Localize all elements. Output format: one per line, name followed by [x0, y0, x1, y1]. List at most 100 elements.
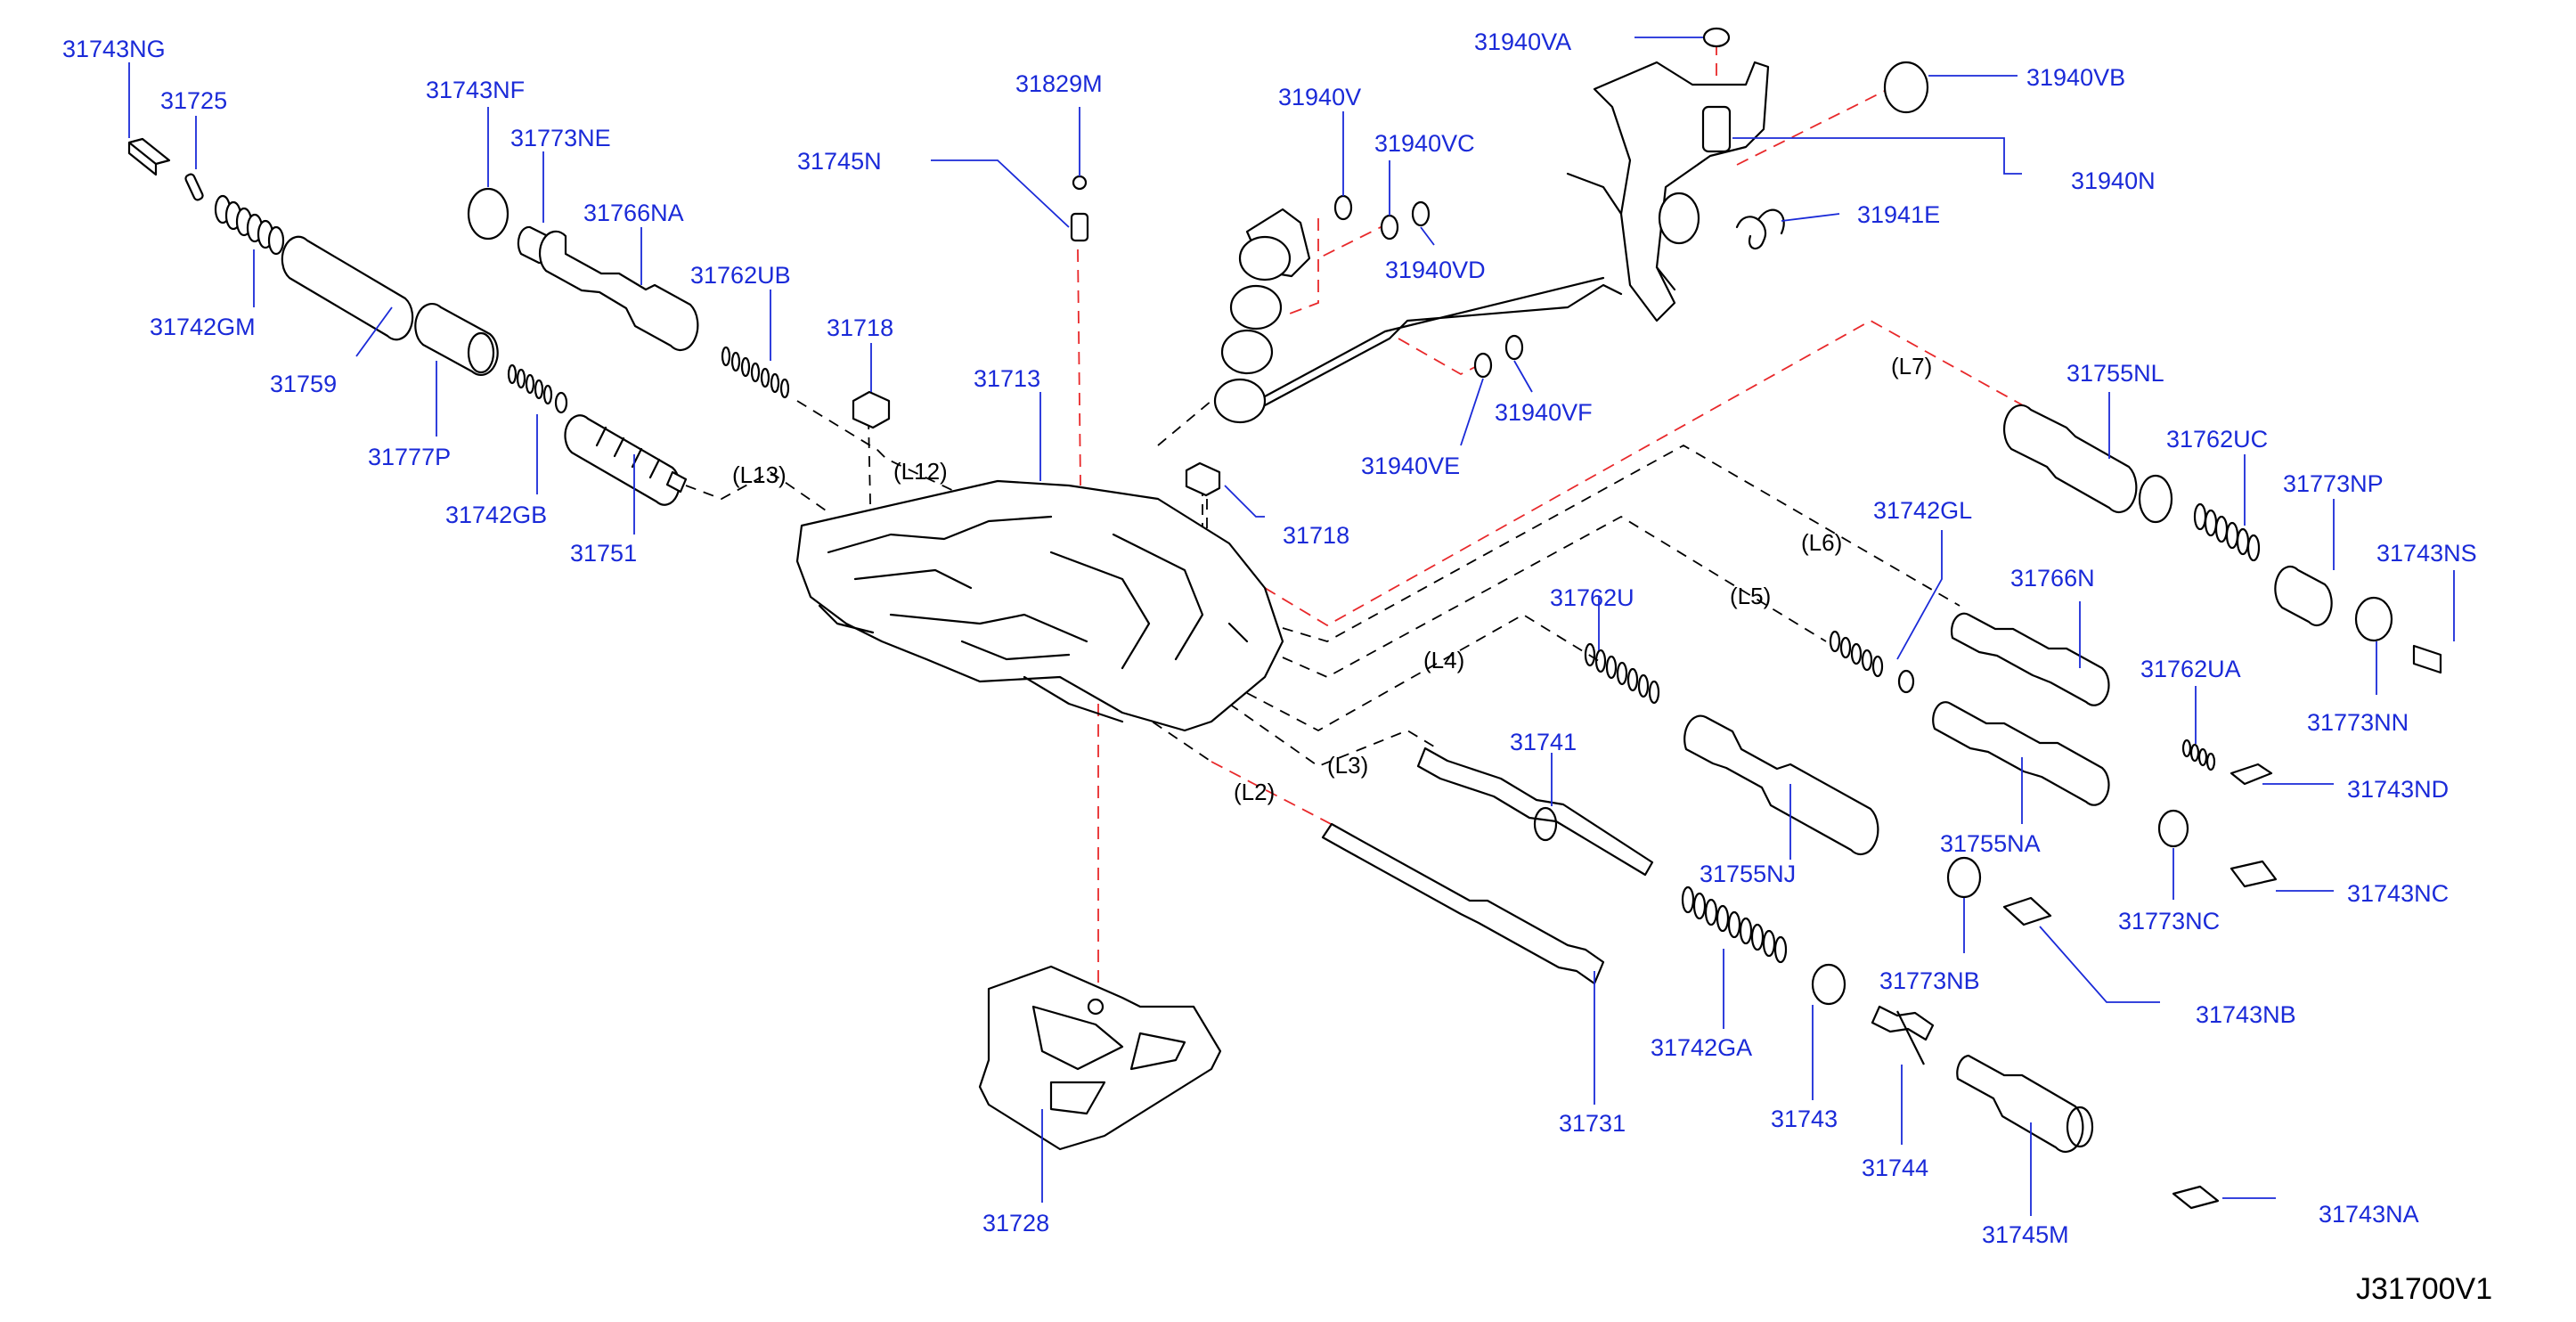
label-31742gm: 31742GM — [150, 314, 256, 340]
label-31941e: 31941E — [1857, 201, 1940, 228]
group-label-l4: (L4) — [1423, 647, 1464, 673]
label-31762ua: 31762UA — [2140, 656, 2241, 682]
label-31773nn: 31773NN — [2307, 709, 2409, 736]
reference-code: J31700V1 — [2356, 1272, 2492, 1306]
line-l6 — [1282, 444, 1961, 642]
part-31743nc — [2230, 860, 2278, 888]
part-31743ns — [2412, 644, 2442, 674]
line-l4 — [1246, 613, 1604, 732]
line-l5 — [1282, 515, 1827, 679]
part-31766n — [1950, 612, 2110, 706]
part-31744 — [1871, 1005, 1935, 1065]
right-parts — [1321, 404, 2442, 1210]
part-31743nd — [2230, 763, 2273, 786]
line-solenoid-vc — [1317, 222, 1390, 259]
label-31755nj: 31755NJ — [1700, 861, 1796, 887]
part-31743na — [2172, 1185, 2220, 1210]
part-31745m — [1956, 1054, 2084, 1154]
label-31940n: 31940N — [2071, 167, 2156, 194]
part-31718-b — [1185, 461, 1221, 497]
assembly-lines — [685, 43, 2032, 998]
line-l7 — [1246, 319, 2032, 627]
label-31766n: 31766N — [2010, 565, 2095, 592]
part-31829m — [1070, 175, 1089, 242]
label-31743nd: 31743ND — [2347, 776, 2449, 803]
part-31742ga — [1681, 885, 1788, 964]
label-31755nl: 31755NL — [2067, 360, 2164, 387]
part-31777p — [414, 303, 499, 376]
group-label-l3: (L3) — [1327, 752, 1368, 779]
leader-lines — [128, 37, 2455, 1216]
label-31743ns: 31743NS — [2376, 540, 2477, 567]
label-31766na: 31766NA — [583, 200, 684, 226]
label-31940vd: 31940VD — [1385, 257, 1486, 283]
label-31777p: 31777P — [368, 444, 451, 470]
label-31940ve: 31940VE — [1361, 453, 1460, 479]
label-31744: 31744 — [1862, 1155, 1928, 1181]
upper-left-parts — [127, 137, 1221, 506]
part-31742gl — [1829, 630, 1915, 694]
line-solenoid-v — [1282, 218, 1319, 317]
label-31743na: 31743NA — [2319, 1201, 2419, 1228]
group-label-l2: (L2) — [1234, 779, 1275, 805]
line-solenoid-down — [1157, 400, 1212, 446]
line-l2-red — [1211, 761, 1337, 828]
part-31766na — [539, 230, 699, 352]
label-31745m: 31745M — [1982, 1221, 2069, 1248]
label-31773np: 31773NP — [2283, 470, 2384, 497]
part-31762u — [1584, 642, 1660, 705]
part-31751 — [564, 414, 681, 506]
group-labels: (L13) (L12) (L2) (L3) (L4) (L5) (L6) (L7… — [732, 353, 1932, 805]
label-31751: 31751 — [570, 540, 637, 567]
label-31773nc: 31773NC — [2118, 908, 2220, 934]
part-31940ve — [1473, 352, 1493, 379]
part-31741 — [1416, 747, 1654, 877]
label-31718-b: 31718 — [1283, 522, 1349, 549]
part-31941e — [1735, 208, 1785, 250]
group-label-l12: (L12) — [893, 458, 948, 485]
label-31762u: 31762U — [1550, 584, 1634, 611]
part-31940vc — [1380, 214, 1399, 241]
label-31762ub: 31762UB — [690, 262, 791, 289]
part-31725 — [184, 173, 204, 201]
label-31713: 31713 — [974, 365, 1040, 392]
part-31762uc — [2193, 502, 2261, 562]
part-31940v — [1333, 194, 1353, 221]
label-31762uc: 31762UC — [2166, 426, 2268, 453]
line-l12 — [796, 400, 981, 504]
label-31731: 31731 — [1559, 1110, 1626, 1137]
part-31728-separator — [978, 965, 1222, 1151]
label-31725: 31725 — [160, 87, 227, 114]
label-31742gl: 31742GL — [1873, 497, 1972, 524]
label-31741: 31741 — [1510, 729, 1577, 755]
label-31940v: 31940V — [1278, 84, 1361, 110]
part-31755na — [1932, 701, 2110, 806]
line-31940vb — [1736, 88, 1889, 166]
group-label-l7: (L7) — [1891, 353, 1932, 379]
label-31743nf: 31743NF — [426, 77, 525, 103]
label-31940vb: 31940VB — [2026, 64, 2125, 91]
part-31940vf — [1504, 334, 1524, 361]
part-31731 — [1321, 822, 1605, 985]
group-label-l6: (L6) — [1801, 529, 1842, 556]
part-31773nb — [1946, 856, 1982, 899]
line-31829m — [1077, 249, 1081, 486]
part-31773nn — [2354, 596, 2393, 642]
label-31829m: 31829M — [1015, 70, 1103, 97]
part-31940va — [1702, 27, 1731, 48]
label-31743ng: 31743NG — [62, 36, 166, 62]
part-31759 — [281, 235, 414, 341]
label-31743nc: 31743NC — [2347, 880, 2449, 907]
part-31940n-solenoid — [1213, 61, 1770, 424]
label-31940vf: 31940VF — [1495, 399, 1593, 426]
label-31940vc: 31940VC — [1374, 130, 1475, 157]
part-31742gm — [214, 194, 285, 256]
label-31940va: 31940VA — [1474, 29, 1571, 55]
part-31742gb — [507, 363, 568, 414]
label-31742gb: 31742GB — [445, 502, 547, 528]
label-31743nb: 31743NB — [2196, 1001, 2296, 1028]
part-31718-a — [852, 390, 891, 429]
part-31940vd — [1411, 200, 1431, 227]
line-l13 — [685, 470, 829, 513]
